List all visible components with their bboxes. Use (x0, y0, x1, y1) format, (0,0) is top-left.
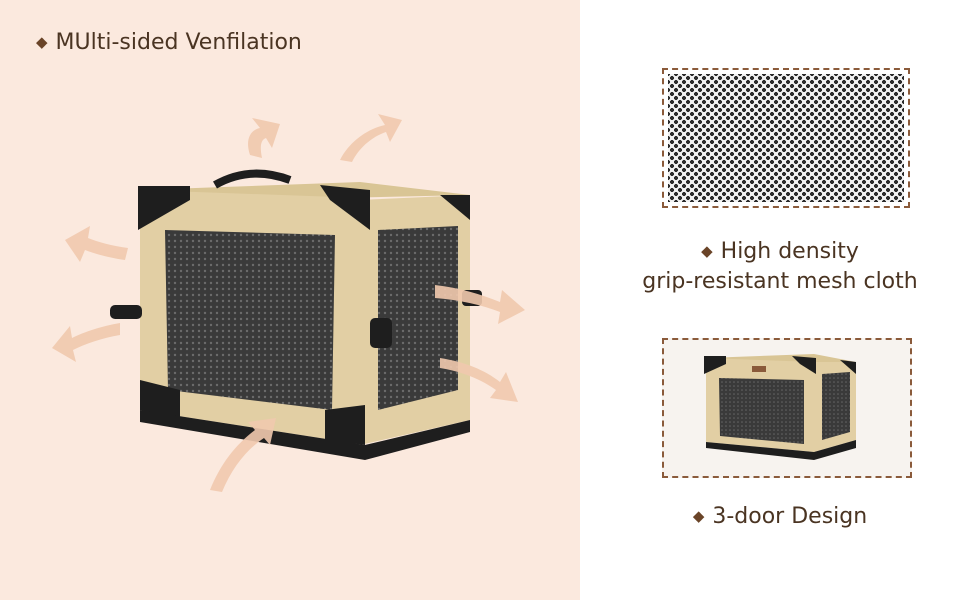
three-door-caption: ◆3-door Design (692, 504, 868, 529)
ventilation-arrow-icon (52, 114, 525, 492)
mesh-texture (668, 74, 904, 202)
mesh-cloth-image (662, 68, 910, 208)
ventilation-heading-text: MUlti-sided Venfilation (55, 30, 302, 55)
mesh-caption-line1: ◆High density (701, 239, 859, 264)
pet-crate-image (52, 114, 525, 492)
mesh-caption: ◆High density grip-resistant mesh cloth (595, 236, 965, 297)
small-crate-illustration (704, 354, 856, 460)
diamond-bullet-icon: ◆ (692, 507, 705, 525)
diamond-bullet-icon: ◆ (701, 242, 713, 260)
ventilation-heading: ◆ MUlti-sided Venfilation (36, 30, 302, 55)
mesh-caption-line2: grip-resistant mesh cloth (642, 269, 918, 294)
three-door-crate-image (662, 338, 912, 478)
diamond-bullet-icon: ◆ (36, 33, 48, 51)
